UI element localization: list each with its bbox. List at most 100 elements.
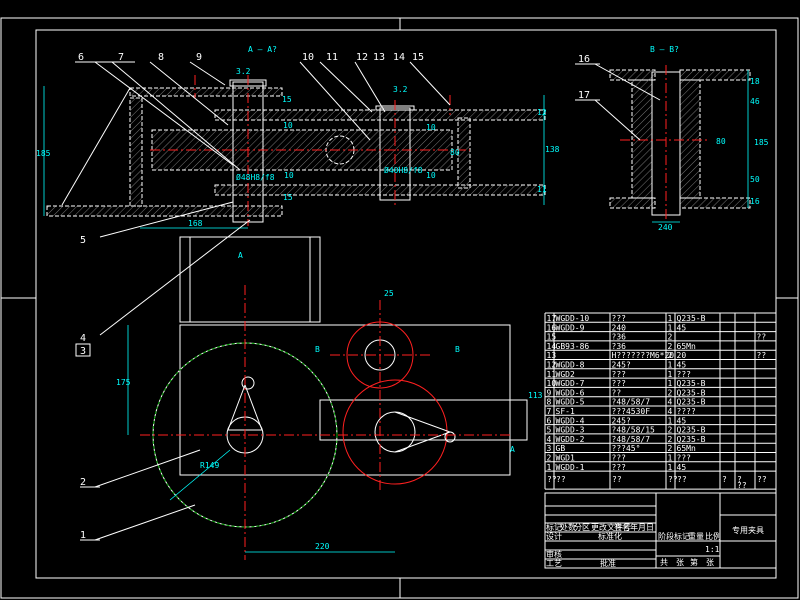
parts-cell: 240 [612, 323, 627, 332]
parts-cell: SF-1 [556, 407, 575, 416]
dim: 113 [528, 391, 543, 400]
view-marker: B [315, 345, 320, 354]
parts-cell: 9 [547, 388, 552, 397]
view-marker: A [238, 251, 243, 260]
parts-cell: 45 [677, 361, 687, 370]
weight-label: 重量 [688, 531, 704, 541]
parts-cell: H???????M6*20 [612, 351, 675, 360]
scale-value: 1:1 [705, 545, 720, 554]
parts-row: 5 WGDD-3 ?48/58/15 2 Q235-B [547, 426, 706, 435]
front-view: 175 113 25 R149 220 A A B B 2 1 [80, 236, 543, 560]
roughness-symbol: 3.2 [236, 67, 251, 76]
parts-header-cell: ?? [547, 475, 557, 484]
parts-header-cell: ?? [668, 475, 678, 484]
balloon-10: 10 [302, 52, 314, 63]
parts-cell: 5 [547, 426, 552, 435]
balloon-4: 4 [80, 333, 86, 344]
standard-label: 标准化 [598, 531, 622, 541]
title-block: 标记 处数 分区 更改文件号 签名 年月日 设计 标准化 审核 工艺 批准 阶段… [544, 492, 777, 569]
dim: 25 [384, 289, 394, 298]
parts-cell: 2 [668, 426, 673, 435]
dim: 15 [283, 193, 293, 202]
dim: 10 [283, 121, 293, 130]
dim: 10 [426, 171, 436, 180]
parts-cell: WGDD-3 [556, 426, 585, 435]
parts-cell: 2 [668, 333, 673, 342]
sheet-label: 共 [660, 558, 668, 567]
parts-cell: ?36 [612, 333, 627, 342]
rev-label: 分区 [574, 523, 590, 532]
parts-cell: 14 [547, 342, 557, 351]
dim: 10 [284, 171, 294, 180]
parts-cell: ?? [757, 351, 767, 360]
balloon-12: 12 [356, 52, 368, 63]
dim: R149 [200, 461, 219, 470]
parts-header-cell: ?? [757, 475, 767, 484]
dim: 10 [426, 123, 436, 132]
parts-cell: 10 [547, 379, 557, 388]
parts-cell: ??? [677, 370, 692, 379]
parts-cell: ??? [612, 454, 627, 463]
parts-cell: 1 [668, 361, 673, 370]
parts-cell: Q235-B [677, 435, 706, 444]
parts-cell: 17 [547, 314, 557, 323]
balloon-14: 14 [393, 52, 405, 63]
roughness-symbol: 3.2 [393, 85, 408, 94]
parts-cell: WGDD-6 [556, 388, 585, 397]
parts-cell: WGDD-7 [556, 379, 585, 388]
parts-cell: 1 [668, 314, 673, 323]
parts-cell: WGD1 [556, 454, 575, 463]
balloon-9: 9 [196, 52, 202, 63]
parts-cell: 245? [612, 361, 631, 370]
parts-cell: 4 [668, 407, 673, 416]
parts-cell: ?? [757, 333, 767, 342]
parts-cell: ??? [612, 370, 627, 379]
parts-cell: 2 [547, 454, 552, 463]
sheet-label: 第 [690, 557, 698, 567]
section-a-a-view: A — A? 185 168 15 10 10 15 12 138 11 10 … [36, 45, 560, 357]
parts-cell: ???45° [612, 444, 641, 453]
sheet-label: 张 [706, 558, 714, 567]
parts-cell: 11 [547, 370, 557, 379]
process-label: 工艺 [546, 559, 562, 568]
parts-cell: ?48/58/15 [612, 426, 656, 435]
parts-cell: 2 [668, 444, 673, 453]
dim: 80 [716, 137, 726, 146]
check-label: 审核 [546, 549, 562, 559]
parts-header-sub: ?? [737, 481, 747, 490]
parts-cell: Q235-B [677, 426, 706, 435]
dim: 185 [754, 138, 769, 147]
parts-cell: Q235-B [677, 314, 706, 323]
dim: 138 [545, 145, 560, 154]
fit-annotation: Ø48H8/f8 [236, 172, 275, 182]
parts-cell: 1 [668, 454, 673, 463]
dim: 11 [537, 185, 547, 194]
parts-cell: 245? [612, 416, 631, 425]
balloon-2: 2 [80, 477, 86, 488]
balloon-3: 3 [80, 346, 86, 357]
parts-cell: GB93-86 [556, 342, 590, 351]
dim: 46 [750, 97, 760, 106]
parts-cell: 1 [668, 379, 673, 388]
balloon-15: 15 [412, 52, 424, 63]
parts-cell: 1 [668, 370, 673, 379]
parts-cell: WGD2 [556, 370, 575, 379]
dim: 15 [282, 95, 292, 104]
parts-cell: ??? [612, 463, 627, 472]
dim: 220 [315, 542, 330, 551]
parts-header-cell: ?? [612, 475, 622, 484]
parts-cell: 2 [668, 388, 673, 397]
parts-cell: 1 [668, 323, 673, 332]
